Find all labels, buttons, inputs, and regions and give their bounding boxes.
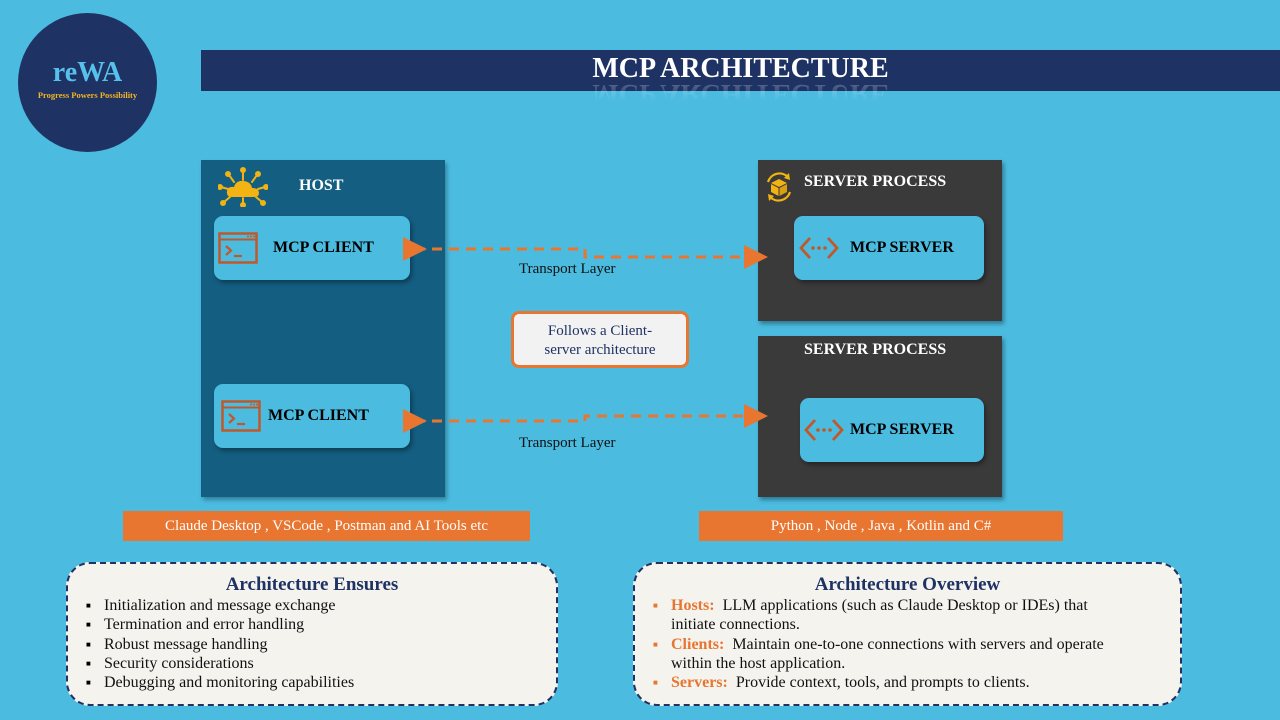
overview-desc-servers: Provide context, tools, and prompts to c… xyxy=(735,674,1030,692)
list-item: Security considerations xyxy=(86,654,556,674)
overview-term-servers: Servers: xyxy=(671,674,728,692)
transport-connector-2 xyxy=(403,404,768,433)
client-server-note-line2: server architecture xyxy=(544,342,656,358)
server-process-label: SERVER PROCESS xyxy=(804,341,947,358)
list-item: Robust message handling xyxy=(86,635,556,655)
transport-layer-label: Transport Layer xyxy=(519,435,616,451)
code-brackets-icon xyxy=(799,237,839,259)
overview-desc-clients-line2: within the host application. xyxy=(671,654,846,672)
mcp-server-card-2: MCP SERVER xyxy=(800,398,984,462)
architecture-ensures-title: Architecture Ensures xyxy=(225,574,399,595)
code-brackets-icon xyxy=(804,419,844,441)
overview-desc-clients-line1: Maintain one-to-one connections with ser… xyxy=(732,635,1104,653)
terminal-window-icon xyxy=(221,400,261,432)
architecture-overview-title: Architecture Overview xyxy=(814,574,1001,595)
page-title: MCP ARCHITECTURE xyxy=(592,53,889,84)
overview-term-hosts: Hosts: xyxy=(671,597,715,614)
overview-desc-hosts-line2: initiate connections. xyxy=(671,616,800,634)
mcp-server-label: MCP SERVER xyxy=(850,421,954,438)
rewa-logo: reWA Progress Powers Possibility xyxy=(18,13,157,152)
architecture-ensures-box: Architecture Ensures Initialization and … xyxy=(66,562,558,706)
list-item: Clients: Maintain one-to-one connections… xyxy=(653,635,1164,674)
architecture-overview-list: Hosts: LLM applications (such as Claude … xyxy=(635,596,1180,693)
logo-tagline: Progress Powers Possibility xyxy=(37,90,138,100)
list-item: Initialization and message exchange xyxy=(86,596,556,616)
mcp-client-label: MCP CLIENT xyxy=(268,407,369,424)
architecture-ensures-list: Initialization and message exchange Term… xyxy=(68,596,556,693)
client-server-note-line1: Follows a Client- xyxy=(547,323,653,339)
mcp-client-card-2: MCP CLIENT xyxy=(214,384,410,448)
terminal-window-icon xyxy=(218,232,258,264)
cloud-network-icon xyxy=(218,167,268,207)
list-item: Debugging and monitoring capabilities xyxy=(86,673,556,693)
transport-connector-1 xyxy=(403,237,768,269)
host-label: HOST xyxy=(299,177,344,194)
mcp-server-card-1: MCP SERVER xyxy=(794,216,984,280)
mcp-client-label: MCP CLIENT xyxy=(273,239,374,256)
overview-term-clients: Clients: xyxy=(671,635,725,653)
list-item: Hosts: LLM applications (such as Claude … xyxy=(653,596,1164,635)
host-examples-bar: Claude Desktop , VSCode , Postman and AI… xyxy=(123,511,530,541)
logo-brand-text: reWA xyxy=(52,57,123,88)
overview-desc-hosts-line1: LLM applications (such as Claude Desktop… xyxy=(722,597,1088,614)
cube-cycle-icon xyxy=(766,172,792,202)
list-item: Termination and error handling xyxy=(86,615,556,635)
list-item: Servers: Provide context, tools, and pro… xyxy=(653,673,1164,693)
mcp-client-card-1: MCP CLIENT xyxy=(214,216,410,280)
title-bar xyxy=(201,50,1280,91)
server-process-label: SERVER PROCESS xyxy=(804,173,947,190)
transport-layer-label: Transport Layer xyxy=(519,261,616,277)
architecture-overview-box: Architecture Overview Hosts: LLM applica… xyxy=(633,562,1182,706)
client-server-note: Follows a Client- server architecture xyxy=(511,311,689,368)
server-languages-bar: Python , Node , Java , Kotlin and C# xyxy=(699,511,1063,541)
mcp-server-label: MCP SERVER xyxy=(850,239,954,256)
